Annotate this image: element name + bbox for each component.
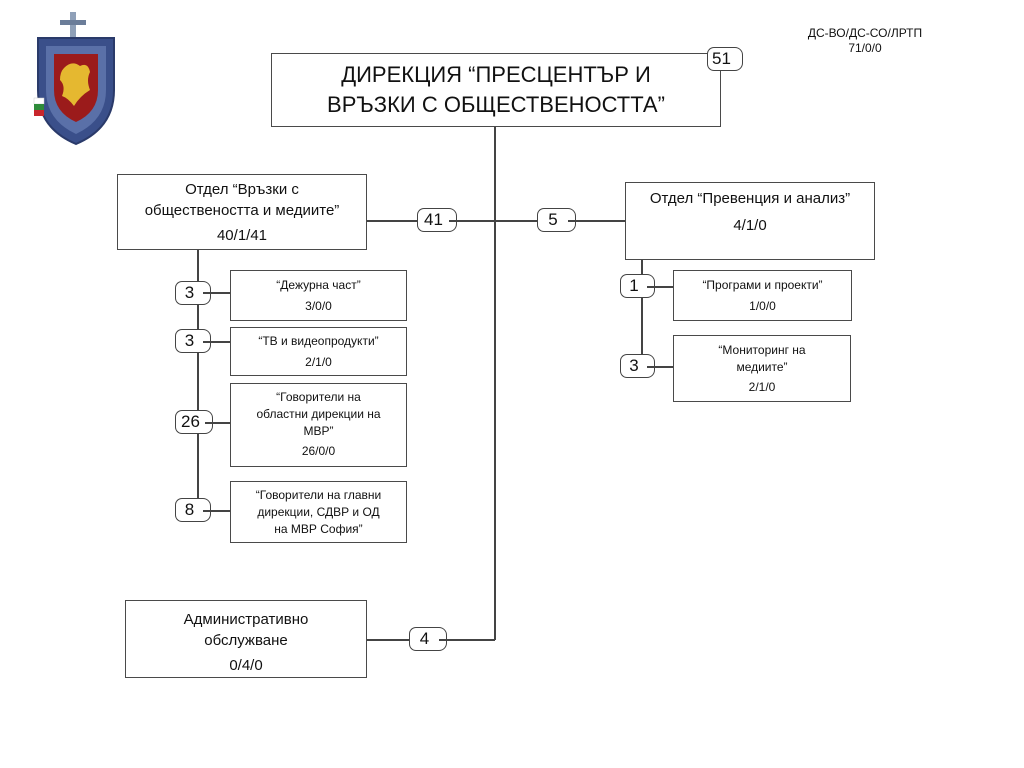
emblem-flag-green (34, 104, 44, 110)
dept-prevention-box: Отдел “Превенция и анализ” 4/1/0 (625, 182, 875, 260)
sector-main-dir-line2: дирекции, СДВР и ОД (257, 505, 380, 519)
sector-main-directorates-spokespersons-box: “Говорители на главни дирекции, СДВР и О… (230, 481, 407, 543)
sector-programs-stats: 1/0/0 (749, 299, 776, 313)
emblem-flag-white (33, 97, 45, 105)
connector-main-vertical (494, 127, 496, 640)
sector-regional-stats: 26/0/0 (301, 444, 336, 458)
admin-name-line2: обслужване (204, 632, 288, 649)
sector-regional-line2: областни дирекции на (256, 407, 381, 421)
sector-regional-count-badge: 26 (175, 410, 213, 434)
dept-prevention-name: Отдел “Превенция и анализ” (649, 190, 851, 207)
sector-duty-unit-name: “Дежурна част” (276, 278, 361, 292)
connector-sector-6 (641, 366, 674, 368)
dept-public-count-badge: 41 (417, 208, 457, 232)
sector-regional-spokespersons-box: “Говорители на областни дирекции на МВР”… (230, 383, 407, 467)
connector-right-sectors-vertical (641, 259, 643, 366)
sector-monitoring-line1: “Мониторинг на (718, 343, 806, 357)
dept-prevention-count-badge: 5 (537, 208, 576, 232)
sector-regional-line3: МВР” (303, 424, 334, 438)
sector-duty-unit-count-badge: 3 (175, 281, 211, 305)
directorate-box: ДИРЕКЦИЯ “ПРЕСЦЕНТЪР И ВРЪЗКИ С ОБЩЕСТВЕ… (271, 53, 721, 127)
directorate-title-line1: ДИРЕКЦИЯ “ПРЕСЦЕНТЪР И (341, 62, 651, 87)
dept-public-relations-box: Отдел “Връзки с обществеността и медиите… (117, 174, 367, 250)
sector-monitoring-stats: 2/1/0 (748, 380, 776, 394)
connector-sector-5 (641, 286, 674, 288)
sector-tv-video-count-badge: 3 (175, 329, 211, 353)
dept-public-stats: 40/1/41 (216, 227, 268, 244)
sector-monitoring-line2: медиите” (736, 360, 788, 374)
emblem-lion (60, 63, 90, 106)
mvr-emblem-logo (33, 12, 115, 146)
directorate-count-badge: 51 (707, 47, 743, 71)
sector-tv-video-stats: 2/1/0 (305, 355, 332, 369)
sector-main-dir-count-badge: 8 (175, 498, 211, 522)
sector-monitoring-count-badge: 3 (620, 354, 655, 378)
dept-public-name-line2: обществеността и медиите” (144, 202, 340, 219)
emblem-sword-guard (60, 20, 86, 25)
document-code-line2: 71/0/0 (848, 41, 882, 55)
admin-stats: 0/4/0 (229, 657, 263, 674)
sector-programs-projects-box: “Програми и проекти” 1/0/0 (673, 270, 852, 321)
sector-duty-unit-stats: 3/0/0 (305, 299, 332, 313)
sector-regional-line1: “Говорители на (276, 390, 361, 404)
connector-sector-3 (197, 422, 231, 424)
connector-sector-4 (197, 510, 231, 512)
sector-tv-video-name: “ТВ и видеопродукти” (258, 334, 379, 348)
sector-programs-count-badge: 1 (620, 274, 655, 298)
sector-tv-video-box: “ТВ и видеопродукти” 2/1/0 (230, 327, 407, 376)
admin-name-line1: Административно (183, 611, 309, 628)
connector-sector-2 (197, 341, 231, 343)
sector-duty-unit-box: “Дежурна част” 3/0/0 (230, 270, 407, 321)
document-code-line1: ДС-ВО/ДС-СО/ЛРТП (807, 26, 923, 40)
emblem-flag-red (34, 110, 44, 116)
dept-prevention-stats: 4/1/0 (733, 217, 767, 234)
admin-service-box: Административно обслужване 0/4/0 (125, 600, 367, 678)
sector-programs-name: “Програми и проекти” (702, 278, 823, 292)
connector-left-sectors-vertical (197, 250, 199, 510)
sector-main-dir-line1: “Говорители на главни (255, 488, 382, 502)
directorate-title-line2: ВРЪЗКИ С ОБЩЕСТВЕНОСТТА” (327, 92, 665, 117)
sector-media-monitoring-box: “Мониторинг на медиите” 2/1/0 (673, 335, 851, 402)
admin-count-badge: 4 (409, 627, 447, 651)
document-code: ДС-ВО/ДС-СО/ЛРТП 71/0/0 (790, 26, 940, 56)
connector-sector-1 (197, 292, 231, 294)
dept-public-name-line1: Отдел “Връзки с (185, 181, 299, 198)
sector-main-dir-line3: на МВР София” (274, 522, 363, 536)
